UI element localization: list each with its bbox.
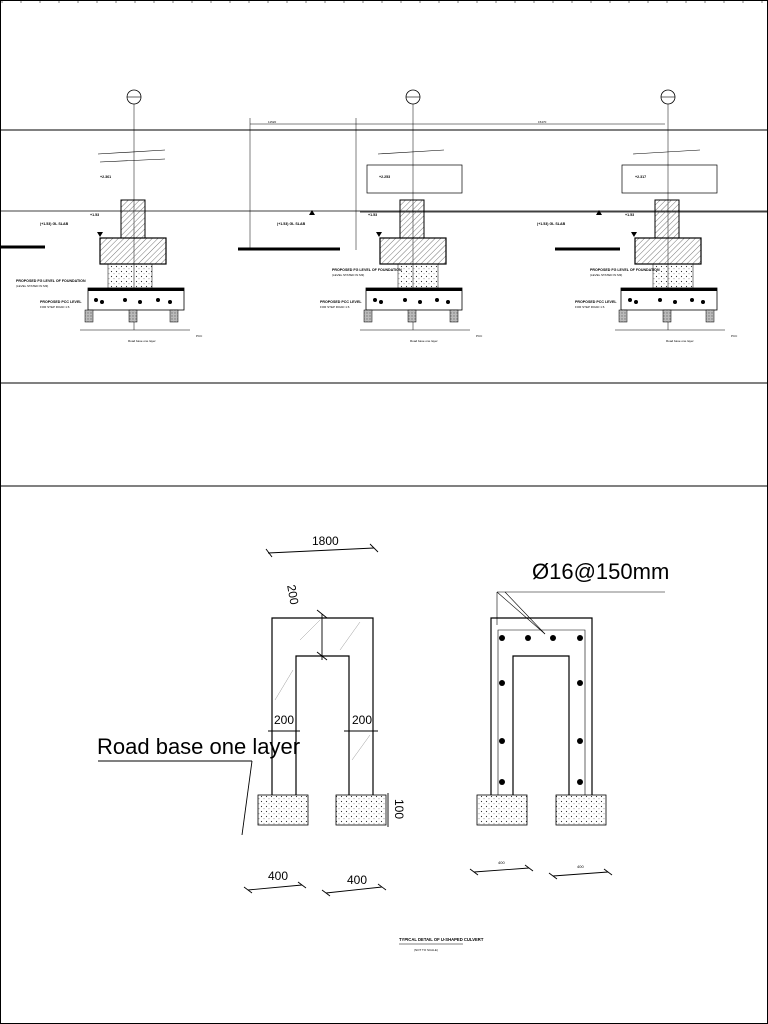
culvert-left: [271, 617, 374, 795]
dim-wall-right: 200: [352, 713, 372, 727]
level-top: +2.253: [379, 175, 390, 179]
dim-base-left: 400: [268, 869, 288, 883]
detail-title: TYPICAL DETAIL OF U-SHAPED CULVERT: [399, 937, 484, 942]
level-markers: [97, 210, 637, 237]
span-dimension: 11520 15470: [249, 118, 665, 250]
fg-level-label: PROPOSED FG LEVEL OF FOUNDATION: [16, 279, 86, 283]
level-mid: +1.53: [368, 213, 377, 217]
culvert-left-hatch: [274, 619, 371, 761]
dimension-lines: [98, 543, 389, 897]
base-block-left-1: [257, 794, 309, 826]
pcc-level-label: PROPOSED PCC LEVEL: [320, 300, 362, 304]
base-block-right-1: [476, 794, 528, 826]
span-right-text: 15470: [538, 120, 547, 124]
pcc-level-sub: FOR STEP ROAD 1:6: [320, 305, 350, 309]
road-base-note: Road base one layer: [128, 339, 156, 343]
pcc-tag: PCC: [731, 334, 738, 338]
pcc-level-label: PROPOSED PCC LEVEL: [575, 300, 617, 304]
culvert-detail: 1800 200 200 200 100 400 400 Road base o…: [97, 534, 669, 952]
fg-level-label: PROPOSED FG LEVEL OF FOUNDATION: [590, 268, 660, 272]
dim-wall-left: 200: [274, 713, 294, 727]
rebar-leader: [496, 591, 665, 635]
fg-level-label: PROPOSED FG LEVEL OF FOUNDATION: [332, 268, 402, 272]
road-base-note: Road base one layer: [410, 339, 438, 343]
pcc-level-sub: FOR STEP ROAD 1:6: [40, 305, 70, 309]
dimension-lines-right: [469, 864, 613, 880]
level-left: (+1.53) GL SLAB: [277, 222, 306, 226]
pcc-level-sub: FOR STEP ROAD 1:6: [575, 305, 605, 309]
span-left-text: 11520: [268, 120, 276, 124]
dim-depth: 100: [392, 799, 406, 819]
fg-level-sub: (LEVEL STATED IN M3): [16, 284, 48, 288]
footing-detail-2: PROPOSED FG LEVEL OF FOUNDATION (LEVEL S…: [277, 89, 483, 343]
dim-base-left-small: 400: [498, 860, 505, 865]
detail-subtitle: (NOT TO SCALE): [414, 948, 438, 952]
top-ruler: [1, 0, 763, 3]
dim-base-right-small: 400: [577, 864, 584, 869]
footing-detail-1: PROPOSED FG LEVEL OF FOUNDATION (LEVEL S…: [16, 89, 203, 343]
fg-level-sub: (LEVEL STATED IN M3): [332, 273, 364, 277]
level-mid: +1.53: [90, 213, 99, 217]
culvert-right: [490, 617, 593, 795]
road-base-label: Road base one layer: [97, 734, 300, 759]
rebar-dots: [499, 635, 583, 785]
dim-width: 1800: [312, 534, 339, 548]
level-left: (+1.53) GL SLAB: [40, 222, 69, 226]
dim-base-right: 400: [347, 873, 367, 887]
top-section: 11520 15470 PROPOSED: [0, 89, 768, 343]
dim-thickness-top: 200: [284, 584, 301, 606]
level-mid: +1.53: [625, 213, 634, 217]
pcc-level-label: PROPOSED PCC LEVEL: [40, 300, 82, 304]
base-block-right-2: [555, 794, 607, 826]
fg-level-sub: (LEVEL STATED IN M3): [590, 273, 622, 277]
level-left: (+1.53) GL SLAB: [537, 222, 566, 226]
level-top: +2.317: [635, 175, 646, 179]
pcc-tag: PCC: [476, 334, 483, 338]
level-top: +2.361: [100, 175, 111, 179]
road-base-note: Road base one layer: [666, 339, 694, 343]
base-block-left-2: [335, 794, 387, 826]
footing-detail-3: PROPOSED FG LEVEL OF FOUNDATION (LEVEL S…: [537, 89, 738, 343]
pcc-tag: PCC: [196, 334, 203, 338]
rebar-label: Ø16@150mm: [532, 559, 669, 584]
